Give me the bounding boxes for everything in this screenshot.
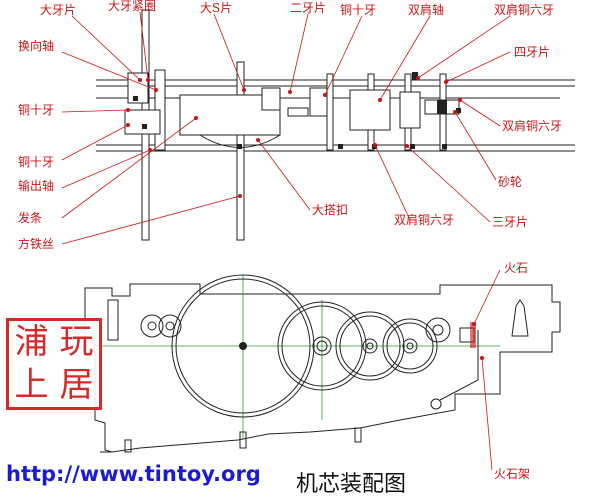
third-gear-hub (362, 338, 378, 354)
seal-char-1: 浦 (14, 322, 49, 362)
third-gear-axle (366, 342, 374, 350)
label-double-shoulder-six-right: 双肩铜六牙 (502, 118, 562, 133)
front-view (84, 274, 561, 453)
third-gear-front-inner (339, 315, 401, 377)
fourth-gear-hub (402, 338, 418, 354)
fourth-gear-tip (412, 72, 418, 80)
label-big-gear-plate: 大牙片 (40, 3, 76, 17)
second-gear-front (277, 301, 367, 391)
label-big-clasp: 大搭扣 (312, 203, 348, 217)
second-gear-front-inner (281, 305, 363, 387)
label-grinding-wheel: 砂轮 (498, 175, 522, 189)
bottom-tab-3 (124, 439, 132, 453)
small-gear-b-hub (165, 321, 175, 331)
grinding-wheel-front-hub (432, 324, 444, 336)
nozzle (511, 299, 529, 337)
big-gear-inner (175, 278, 311, 414)
label-flint-holder: 火石架 (494, 467, 530, 481)
housing-outline (84, 283, 561, 453)
label-second-gear: 二牙片 (290, 1, 326, 15)
second-gear-bush (287, 107, 309, 117)
bottom-tab-1 (239, 431, 247, 449)
label-big-gear-ring: 大牙紧圈 (108, 0, 156, 13)
label-big-s-plate: 大S片 (200, 1, 232, 15)
label-brass-ten-tooth-top: 铜十牙 (340, 2, 376, 17)
seal-char-4: 居 (59, 365, 94, 405)
left-slot (107, 299, 119, 341)
flint (470, 322, 476, 348)
label-fourth-gear: 四牙片 (514, 45, 550, 59)
seal-char-2: 玩 (59, 322, 94, 362)
small-gear-b (158, 314, 182, 338)
label-square-wire: 方铁丝 (18, 236, 54, 251)
top-side-view (96, 9, 575, 241)
seal-char-3: 上 (14, 365, 49, 405)
small-gear-a (140, 314, 164, 338)
third-gear-front (335, 311, 405, 381)
flint-lever (439, 330, 479, 401)
label-double-shoulder-six-bottom: 双肩铜六牙 (394, 212, 454, 227)
big-gear-axle (239, 342, 247, 350)
grinding-wheel-core (437, 100, 447, 114)
label-third-gear: 三牙片 (492, 215, 528, 229)
post-1 (326, 73, 334, 151)
second-gear-hub (312, 336, 332, 356)
fourth-gear-front-inner (386, 322, 434, 370)
leader-arrowheads (126, 76, 484, 360)
label-double-shoulder-six-top: 双肩铜六牙 (494, 2, 554, 17)
lever-pivot (430, 398, 442, 410)
double-shoulder-six-gear-right (399, 91, 421, 129)
label-mainspring: 发条 (18, 210, 42, 225)
label-brass-ten-tooth-1: 铜十牙 (18, 102, 54, 117)
second-gear-axle (316, 340, 328, 352)
drawing-caption: 机芯装配图 (296, 472, 407, 497)
leader-lines (61, 11, 511, 471)
bottom-tab-2 (354, 427, 362, 443)
label-reversing-shaft: 换向轴 (18, 38, 54, 53)
double-shoulder-six-gear-mid (349, 89, 391, 131)
big-s-gear-plate (236, 61, 245, 241)
label-double-shoulder-shaft: 双肩轴 (408, 2, 444, 17)
brass-ten-tooth-gear-2 (124, 109, 161, 135)
grinding-wheel-front (425, 317, 451, 343)
seal-stamp: 浦 玩 上 居 (6, 318, 102, 410)
label-brass-ten-tooth-2: 铜十牙 (18, 154, 54, 169)
big-gear (171, 274, 315, 418)
label-flint: 火石 (504, 261, 528, 275)
part-labels: 大牙片 大牙紧圈 大S片 二牙片 铜十牙 双肩轴 双肩铜六牙 换向轴 四牙片 铜… (18, 0, 562, 481)
site-url: http://www.tintoy.org (6, 462, 261, 486)
fourth-gear-front (382, 318, 438, 374)
fourth-gear-axle (406, 342, 414, 350)
big-s-gear-hub (261, 87, 281, 111)
small-gear-a-hub (147, 321, 157, 331)
label-output-shaft: 输出轴 (18, 178, 54, 193)
